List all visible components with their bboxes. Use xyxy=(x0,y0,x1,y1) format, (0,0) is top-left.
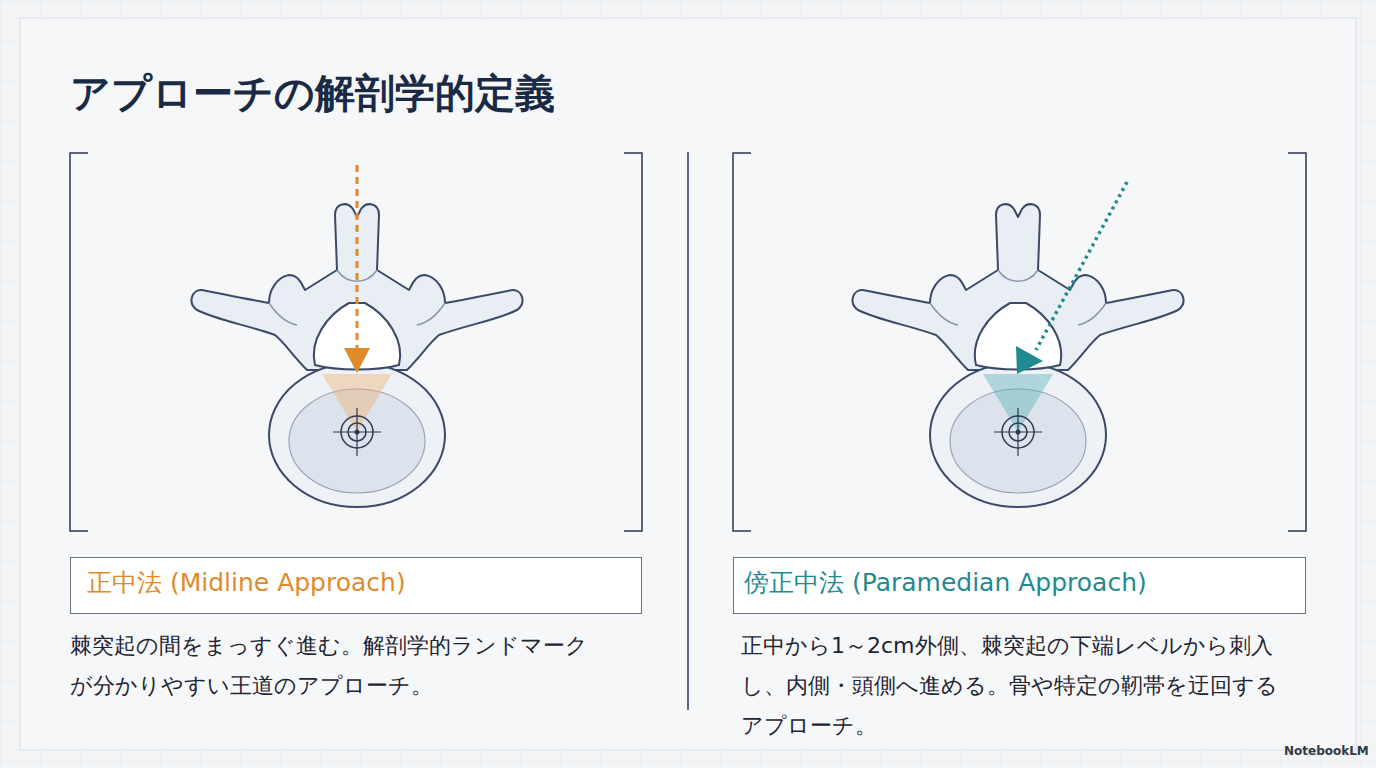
watermark: NotebookLM xyxy=(1284,744,1374,758)
description-text: 正中から1～2cm外側、棘突起の下端レベルから刺入し、内側・頭側へ進める。骨や特… xyxy=(741,626,1296,746)
approach-heading: 傍正中法 (Paramedian Approach) xyxy=(734,558,1305,613)
description-text: 棘突起の間をまっすぐ進む。解剖学的ランドマークが分かりやすい王道のアプローチ。 xyxy=(70,626,590,706)
heading-box: 傍正中法 (Paramedian Approach) xyxy=(733,557,1306,614)
approach-heading: 正中法 (Midline Approach) xyxy=(71,558,641,613)
heading-box: 正中法 (Midline Approach) xyxy=(70,557,642,614)
page-title: アプローチの解剖学的定義 xyxy=(70,66,555,121)
